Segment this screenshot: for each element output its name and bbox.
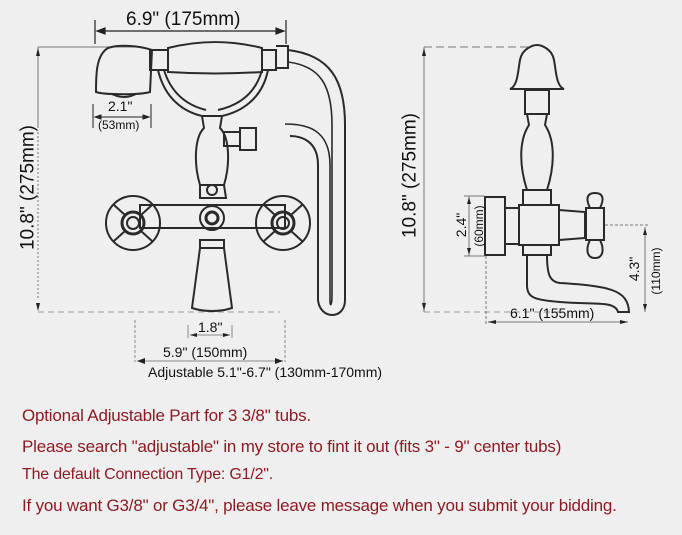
mount-height-inch-label: 2.4" [453,212,469,238]
center-distance-label: 5.9" (150mm) [163,344,248,360]
head-width-mm-label: (53mm) [98,118,140,132]
depth-label: 6.1" (155mm) [510,305,595,321]
right-cross-handle [255,195,311,251]
spout-drop-mm-label: (110mm) [649,247,663,295]
height-total-label: 10.8" (275mm) [17,125,39,251]
adjustable-range-label: Adjustable 5.1"-6.7" (130mm-170mm) [148,364,383,380]
spout-width-label: 1.8" [198,319,223,335]
note-default-connection: The default Connection Type: G1/2". [22,466,273,483]
head-width-inch-label: 2.1" [108,98,133,114]
side-height-dimension [422,46,560,313]
note-custom-connection: If you want G3/8" or G3/4", please leave… [22,496,617,515]
left-cross-handle [105,195,161,251]
width-dimension-line [94,20,287,44]
side-height-total-label: 10.8" (275mm) [399,113,421,239]
spout-drop-inch-label: 4.3" [626,256,642,282]
width-total-label: 6.9" (175mm) [126,9,241,30]
mount-height-mm-label: (60mm) [472,205,486,247]
note-optional-part: Optional Adjustable Part for 3 3/8" tubs… [22,406,311,425]
note-search-adjustable: Please search "adjustable" in my store t… [22,437,562,456]
height-dimension-line [36,46,280,313]
